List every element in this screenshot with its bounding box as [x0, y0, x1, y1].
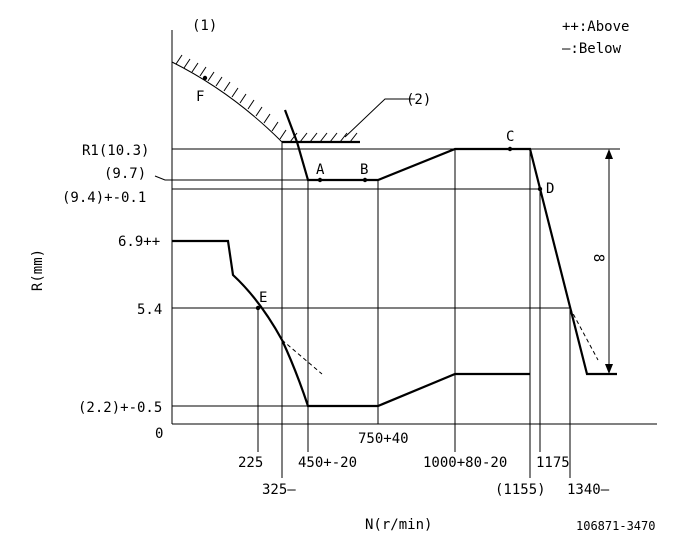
point-label-c: C — [506, 129, 514, 145]
dashed-extension-d — [569, 307, 599, 361]
x-tick-225: 225 — [238, 455, 263, 471]
x-tick-1155: (1155) — [495, 482, 546, 498]
x-tick-325: 325— — [262, 482, 296, 498]
point-c — [507, 146, 513, 152]
point-label-d: D — [546, 181, 554, 197]
point-label-b: B — [360, 162, 368, 178]
x-tick-750: 750+40 — [358, 431, 409, 447]
point-e — [255, 305, 261, 311]
drawing-number: 106871-3470 — [576, 519, 655, 533]
y-axis-label: R(mm) — [30, 249, 46, 291]
y-tick-69: 6.9++ — [118, 234, 160, 250]
legend-below: —:Below — [562, 41, 622, 57]
x-tick-1340: 1340— — [567, 482, 610, 498]
vertical-ref-lines — [257, 142, 571, 478]
part-2-leader — [344, 98, 415, 138]
point-label-f: F — [196, 89, 204, 105]
y-tick-22: (2.2)+-0.5 — [78, 400, 162, 416]
x-tick-450: 450+-20 — [298, 455, 357, 471]
dashed-extension-e — [281, 339, 323, 375]
point-f — [202, 75, 208, 81]
y-tick-97: (9.7) — [104, 166, 146, 182]
upper-characteristic-line — [283, 109, 617, 376]
y-tick-94: (9.4)+-0.1 — [62, 190, 146, 206]
point-b — [362, 177, 368, 183]
points — [202, 75, 543, 311]
point-label-e: E — [259, 290, 267, 306]
dimension-arrow — [605, 149, 613, 374]
y-tick-r1: R1(10.3) — [82, 143, 149, 159]
part-label: (2) — [406, 92, 431, 108]
point-d — [537, 186, 543, 192]
legend-above: ++:Above — [562, 19, 629, 35]
y-tick-54: 5.4 — [137, 302, 162, 318]
x-tick-1175: 1175 — [536, 455, 570, 471]
hatched-limit-curve — [171, 54, 360, 143]
origin-label: 0 — [155, 426, 163, 442]
lower-characteristic-line — [172, 239, 530, 408]
leader-97 — [154, 175, 172, 181]
x-tick-1000: 1000+80-20 — [423, 455, 507, 471]
point-label-a: A — [316, 162, 325, 178]
point-a — [317, 177, 323, 183]
dimension-label: 8 — [590, 254, 606, 262]
figure-label: (1) — [192, 18, 217, 34]
x-axis-label: N(r/min) — [365, 517, 432, 533]
